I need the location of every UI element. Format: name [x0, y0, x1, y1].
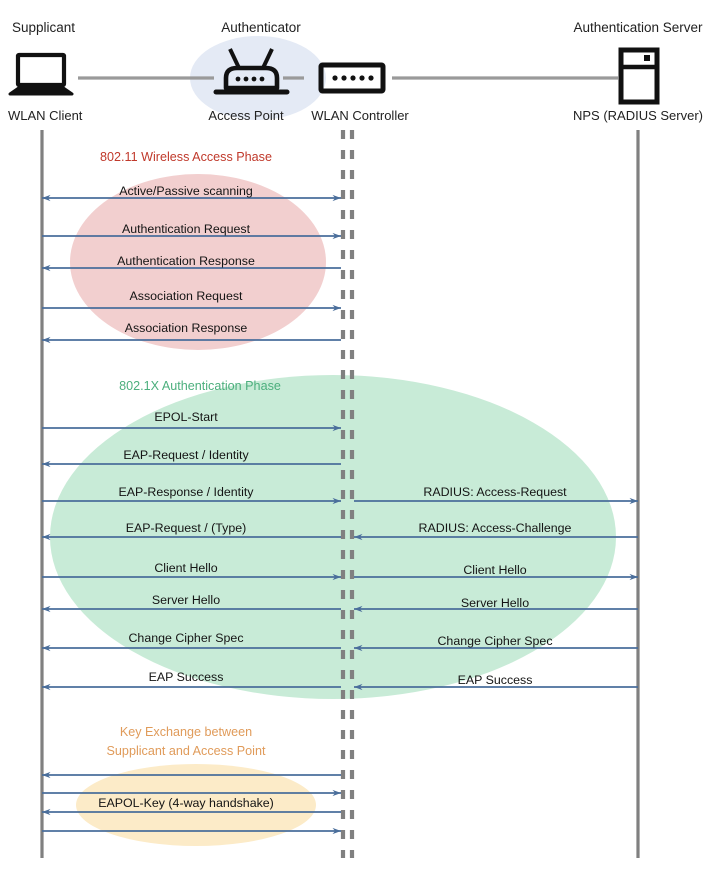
message-label-m8: EAP-Response / Identity — [118, 485, 254, 499]
laptop-icon — [8, 52, 74, 96]
actor-device-nps-radius-server: NPS (RADIUS Server) — [572, 108, 704, 123]
message-label-r6: EAP Success — [457, 673, 533, 687]
message-label-m2: Authentication Request — [121, 222, 251, 236]
phase-ellipse-wireless-access — [70, 174, 326, 350]
actor-role-authentication-server: Authentication Server — [573, 20, 703, 35]
phase-label-dot1x-auth: 802.1X Authentication Phase — [119, 379, 281, 393]
message-label-m6: EPOL-Start — [154, 410, 218, 424]
message-label-m11: Server Hello — [151, 593, 221, 607]
server-icon — [618, 47, 660, 105]
message-label-m12: Change Cipher Spec — [128, 631, 244, 645]
message-label-m9: EAP-Request / (Type) — [125, 521, 247, 535]
message-label-m7: EAP-Request / Identity — [123, 448, 249, 462]
lifeline-group — [40, 130, 640, 858]
authenticator-group-ellipse — [190, 36, 326, 120]
message-arrow-group — [42, 194, 638, 835]
message-label-r4: Server Hello — [460, 596, 530, 610]
message-label-m16: EAPOL-Key (4-way handshake) — [98, 796, 274, 810]
message-label-r5: Change Cipher Spec — [437, 634, 553, 648]
message-label-m1: Active/Passive scanning — [119, 184, 253, 198]
wireless-router-icon — [213, 48, 290, 95]
message-label-m4: Association Request — [129, 289, 243, 303]
actor-device-wlan-client: WLAN Client — [8, 108, 83, 123]
message-label-r3: Client Hello — [463, 563, 527, 577]
actor-device-wlan-controller: WLAN Controller — [311, 108, 409, 123]
message-label-r2: RADIUS: Access-Challenge — [418, 521, 572, 535]
message-label-m3: Authentication Response — [117, 254, 255, 268]
actor-device-access-point: Access Point — [208, 108, 284, 123]
phase-ellipse-key-exchange — [76, 764, 316, 846]
message-label-m10: Client Hello — [154, 561, 218, 575]
message-label-r1: RADIUS: Access-Request — [423, 485, 567, 499]
message-label-m5: Association Response — [124, 321, 248, 335]
actor-role-authenticator: Authenticator — [221, 20, 301, 35]
message-label-m13: EAP Success — [148, 670, 224, 684]
actor-role-supplicant: Supplicant — [12, 20, 76, 35]
phase-label-wireless-access: 802.11 Wireless Access Phase — [100, 150, 272, 164]
network-switch-icon — [318, 62, 386, 94]
